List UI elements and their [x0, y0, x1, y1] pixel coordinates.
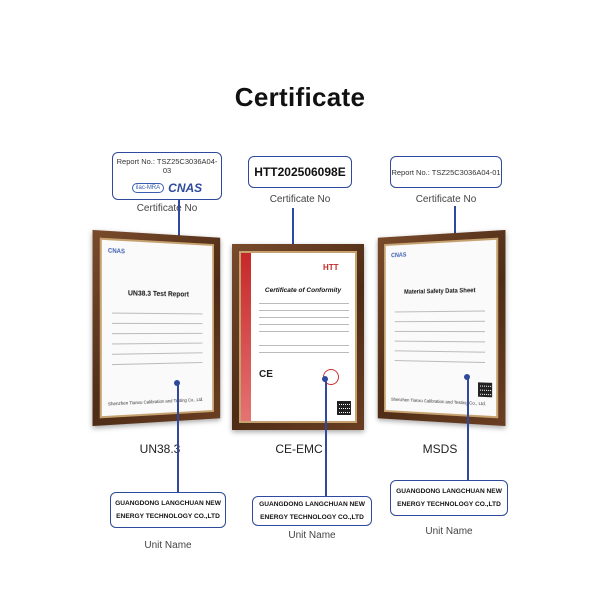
- ce-mark-icon: CE: [259, 369, 273, 380]
- left-unit-name: GUANGDONG LANGCHUAN NEW ENERGY TECHNOLOG…: [115, 500, 221, 520]
- right-report-number: Report No.: TSZ25C3036A04-01: [391, 167, 501, 177]
- right-certificate-no-caption: Certificate No: [415, 194, 477, 205]
- page-title: Certificate: [234, 82, 366, 112]
- left-unit-caption: Unit Name: [144, 540, 192, 551]
- msds-qr-icon: [478, 382, 493, 398]
- un38-document: CNAS UN38.3 Test Report Shenzhen Tianxu …: [99, 237, 215, 419]
- msds-document: CNAS Material Safety Data Sheet Shenzhen…: [383, 237, 499, 419]
- un38-heading: UN38.3 Test Report: [127, 290, 189, 299]
- ce-emc-document: HTT Certificate of Conformity CE: [239, 251, 357, 423]
- right-report-callout: Report No.: TSZ25C3036A04-01: [390, 156, 502, 188]
- un38-label: UN38.3: [139, 442, 181, 456]
- center-certificate-no-caption: Certificate No: [269, 194, 331, 205]
- right-unit-caption: Unit Name: [425, 526, 473, 537]
- left-report-number: Report No.: TSZ25C3036A04-03: [116, 157, 218, 175]
- left-bottom-connector: [177, 384, 179, 494]
- htt-logo: HTT: [323, 263, 339, 272]
- left-report-callout: Report No.: TSZ25C3036A04-03 ilac-MRA CN…: [112, 152, 222, 200]
- ce-emc-label: CE-EMC: [275, 442, 323, 456]
- center-unit-caption: Unit Name: [288, 530, 336, 541]
- un38-lab: Shenzhen Tianxu Calibration and Testing …: [107, 396, 204, 407]
- ilac-mra-logo: ilac-MRA: [131, 183, 165, 193]
- left-certificate-no-caption: Certificate No: [136, 203, 198, 214]
- center-unit-callout: GUANGDONG LANGCHUAN NEW ENERGY TECHNOLOG…: [252, 496, 372, 526]
- msds-heading: Material Safety Data Sheet: [404, 288, 476, 296]
- un38-logo: CNAS: [107, 248, 125, 256]
- right-bottom-connector: [467, 378, 469, 480]
- center-certificate-callout: HTT202506098E: [248, 156, 352, 188]
- msds-logo: CNAS: [391, 252, 407, 260]
- msds-label: MSDS: [422, 442, 458, 456]
- left-bottom-dot: [174, 380, 180, 386]
- cnas-logo: CNAS: [168, 181, 203, 195]
- un38-certificate-frame: CNAS UN38.3 Test Report Shenzhen Tianxu …: [92, 229, 221, 427]
- left-unit-callout: GUANGDONG LANGCHUAN NEW ENERGY TECHNOLOG…: [110, 492, 226, 528]
- center-certificate-number: HTT202506098E: [254, 165, 346, 179]
- right-bottom-dot: [464, 374, 470, 380]
- ce-emc-heading: Certificate of Conformity: [264, 287, 342, 294]
- right-unit-name: GUANGDONG LANGCHUAN NEW ENERGY TECHNOLOG…: [396, 488, 502, 508]
- center-bottom-connector: [325, 380, 327, 498]
- msds-certificate-frame: CNAS Material Safety Data Sheet Shenzhen…: [377, 229, 506, 427]
- ce-emc-certificate-frame: HTT Certificate of Conformity CE: [232, 244, 364, 430]
- right-unit-callout: GUANGDONG LANGCHUAN NEW ENERGY TECHNOLOG…: [390, 480, 508, 516]
- center-unit-name: GUANGDONG LANGCHUAN NEW ENERGY TECHNOLOG…: [259, 501, 365, 521]
- center-bottom-dot: [322, 376, 328, 382]
- msds-lab: Shenzhen Tianxu Calibration and Testing …: [391, 396, 487, 407]
- ce-emc-qr-icon: [337, 401, 351, 415]
- left-top-connector: [178, 200, 180, 262]
